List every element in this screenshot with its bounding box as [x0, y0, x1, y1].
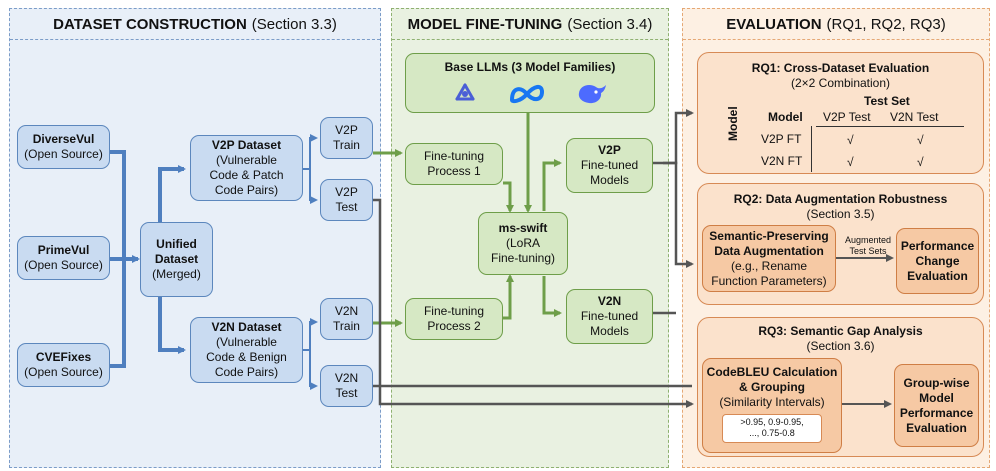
- rq2-subtitle: (Section 3.5): [806, 207, 875, 221]
- finetune-panel-title: MODEL FINE-TUNING(Section 3.4): [407, 15, 653, 33]
- unified-to-v2p-arrow: [158, 165, 186, 222]
- v2p-ft-row: V2P FT: [761, 132, 802, 146]
- deepseek-icon: [576, 81, 608, 111]
- rq1-title: RQ1: Cross-Dataset Evaluation: [751, 61, 930, 75]
- test-set-header: Test Set: [864, 94, 910, 108]
- model-column-header: Model: [768, 110, 803, 124]
- v2n-ft-row: V2N FT: [761, 154, 803, 168]
- unified-to-v2n-arrow: [158, 297, 186, 354]
- check-cell: √: [917, 155, 924, 169]
- source-primevul: PrimeVul(Open Source): [17, 236, 110, 280]
- rq2-title: RQ2: Data Augmentation Robustness: [733, 192, 948, 206]
- rq1-table: Test Set Model V2P Test V2N Test Model V…: [698, 53, 985, 175]
- source-diversevul: DiverseVul(Open Source): [17, 125, 110, 169]
- codebleu-box: CodeBLEU Calculation& Grouping(Similarit…: [702, 358, 842, 453]
- source-cvefixes: CVEFixes(Open Source): [17, 343, 110, 387]
- dataset-panel-title: DATASET CONSTRUCTION(Section 3.3): [53, 15, 337, 33]
- check-cell: √: [847, 155, 854, 169]
- check-cell: √: [847, 133, 854, 147]
- evaluation-panel-title: EVALUATION(RQ1, RQ2, RQ3): [726, 15, 946, 33]
- chatglm-icon: [452, 81, 478, 111]
- rq1-box: RQ1: Cross-Dataset Evaluation (2×2 Combi…: [697, 52, 984, 174]
- check-cell: √: [917, 133, 924, 147]
- meta-icon: [508, 82, 546, 110]
- rq1-subtitle: (2×2 Combination): [790, 76, 891, 90]
- v2p-test-to-rq-arrow: [373, 198, 694, 408]
- similarity-intervals: >0.95, 0.9-0.95,..., 0.75-0.8: [722, 414, 822, 443]
- rq3-title: RQ3: Semantic Gap Analysis: [758, 324, 923, 338]
- rq3-subtitle: (Section 3.6): [806, 339, 875, 353]
- base-llms-box: Base LLMs (3 Model Families): [405, 53, 655, 113]
- v2p-test-column: V2P Test: [823, 110, 871, 124]
- v2n-test-column: V2N Test: [890, 110, 939, 124]
- model-row-axis: Model: [726, 106, 740, 141]
